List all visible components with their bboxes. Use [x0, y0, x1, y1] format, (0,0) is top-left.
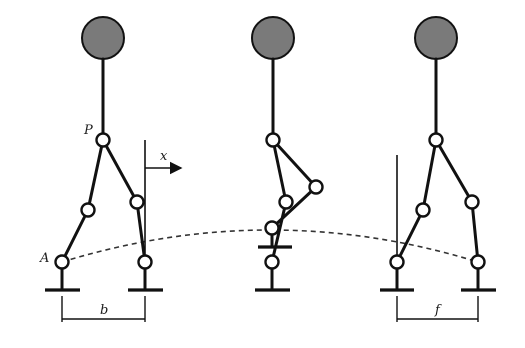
- head-middle: [251, 16, 295, 60]
- front-shank-left: [135, 200, 147, 264]
- label-pelvis: P: [83, 123, 93, 138]
- stance-thigh-middle: [271, 138, 288, 204]
- ankle-front-right: [470, 254, 486, 270]
- ankle-back-right: [389, 254, 405, 270]
- label-step-f: f: [434, 303, 442, 318]
- ankle-front-left: [137, 254, 153, 270]
- label-x-axis: x: [160, 149, 168, 164]
- head-left: [81, 16, 125, 60]
- back-thigh-right: [421, 138, 438, 212]
- walker-right: f: [380, 16, 496, 322]
- back-shank-right: [395, 208, 425, 264]
- hip-joint-right: [428, 132, 444, 148]
- ankle-back-left: [54, 254, 70, 270]
- walker-middle: [251, 16, 324, 292]
- walker-left: P A x b: [39, 16, 183, 322]
- knee-front-left: [129, 194, 145, 210]
- front-thigh-right: [434, 138, 474, 204]
- front-shank-right: [470, 200, 480, 264]
- back-thigh-left: [86, 138, 105, 212]
- swing-thigh-middle: [271, 138, 318, 189]
- knee-front-right: [464, 194, 480, 210]
- label-step-b: b: [100, 303, 108, 318]
- swing-shank-middle: [270, 185, 318, 230]
- ankle-stance-middle: [264, 254, 280, 270]
- label-ankle: A: [39, 251, 49, 266]
- front-thigh-left: [101, 138, 139, 204]
- hip-joint-left: [95, 132, 111, 148]
- ankle-swing-middle: [264, 220, 280, 236]
- knee-swing-middle: [308, 179, 324, 195]
- knee-back-right: [415, 202, 431, 218]
- hip-joint-middle: [265, 132, 281, 148]
- head-right: [414, 16, 458, 60]
- knee-stance-middle: [278, 194, 294, 210]
- stance-shank-middle: [270, 200, 288, 264]
- back-shank-left: [60, 208, 90, 264]
- knee-back-left: [80, 202, 96, 218]
